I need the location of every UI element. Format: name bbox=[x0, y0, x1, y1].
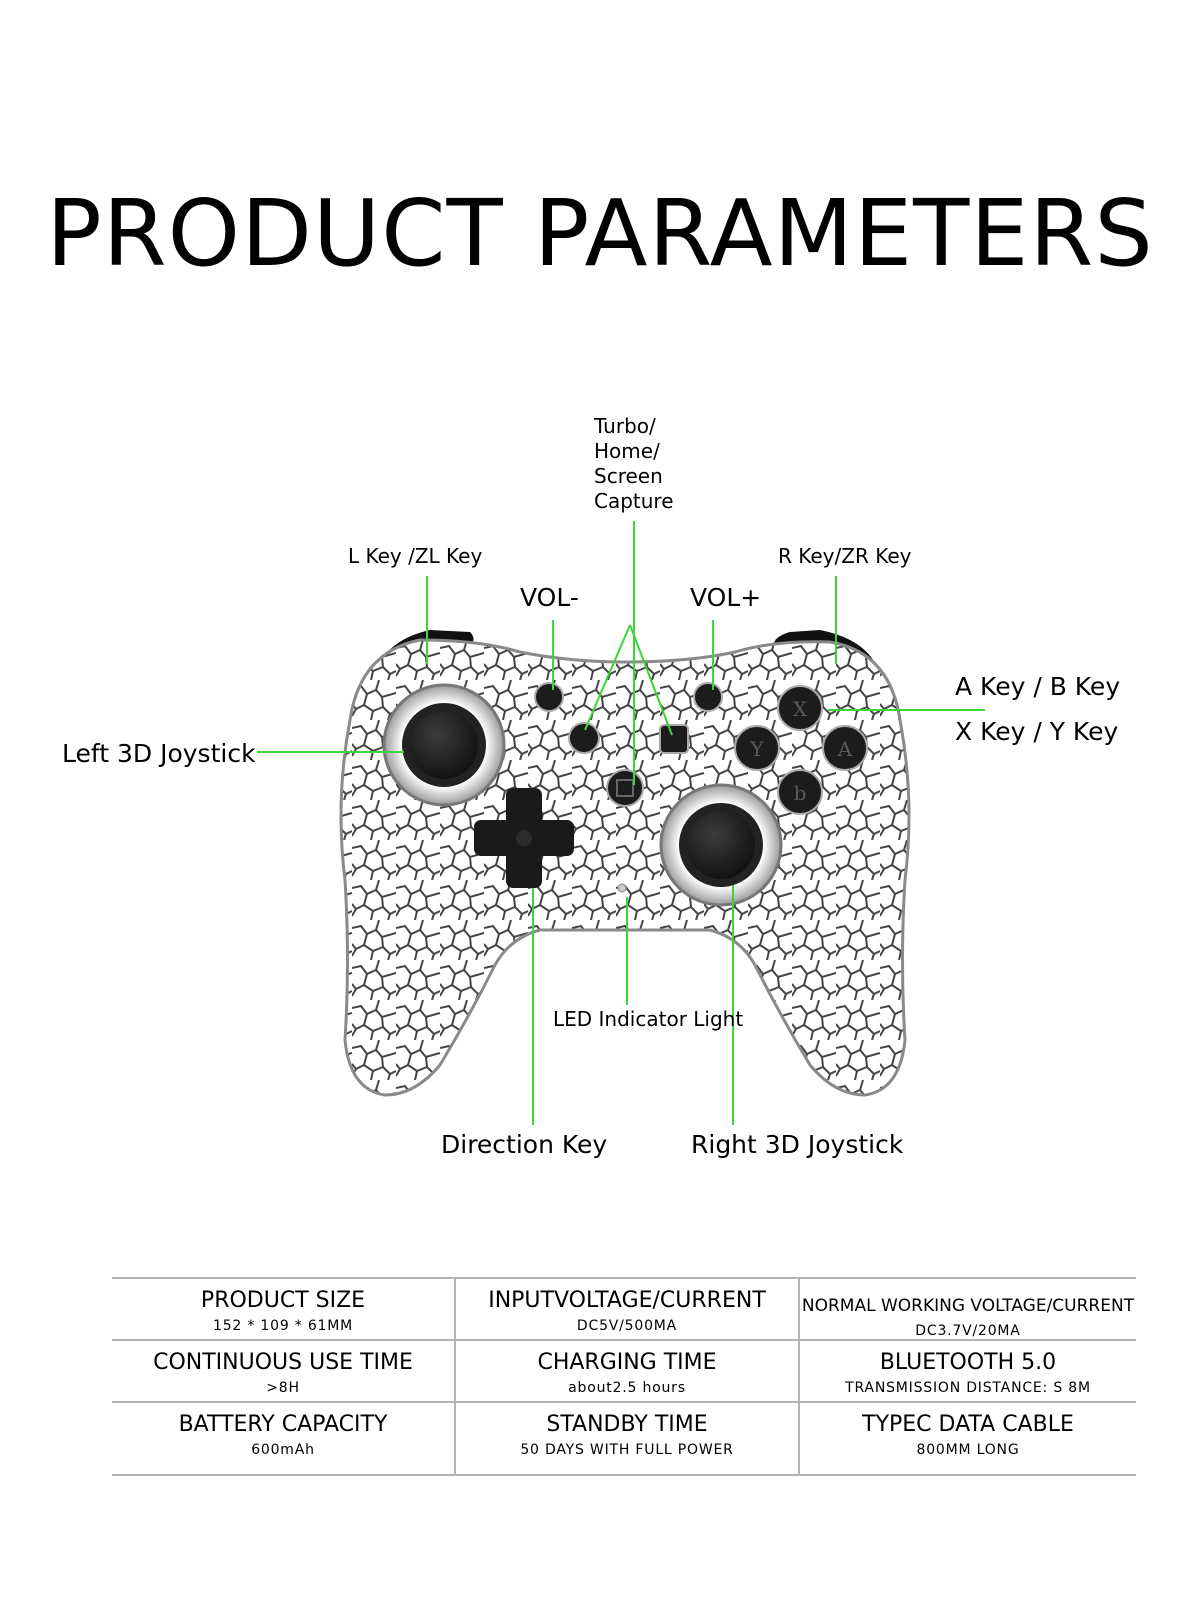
spec-bluetooth: BLUETOOTH 5.0 TRANSMISSION DISTANCE: S 8… bbox=[800, 1339, 1136, 1401]
vol-minus-label: VOL- bbox=[520, 583, 579, 612]
spec-label: NORMAL WORKING VOLTAGE/CURRENT bbox=[801, 1296, 1135, 1316]
spec-value: 800MM LONG bbox=[916, 1442, 1020, 1458]
spec-value: 50 DAYS WITH FULL POWER bbox=[520, 1442, 734, 1458]
page-title: PRODUCT PARAMETERS bbox=[46, 180, 1154, 287]
spec-divider bbox=[454, 1277, 456, 1476]
spec-value: >8H bbox=[266, 1380, 300, 1396]
a-button-glyph: A bbox=[837, 737, 853, 761]
spec-value: TRANSMISSION DISTANCE: S 8M bbox=[845, 1380, 1091, 1396]
vol-minus-button bbox=[534, 682, 564, 712]
y-button bbox=[734, 725, 780, 771]
left-joystick bbox=[382, 683, 506, 807]
led-indicator-label: LED Indicator Light bbox=[553, 1007, 744, 1031]
capture-button bbox=[659, 724, 689, 754]
spec-divider bbox=[112, 1401, 1136, 1403]
right-joystick bbox=[659, 783, 783, 907]
spec-divider bbox=[798, 1277, 800, 1476]
spec-table: PRODUCT SIZE 152 * 109 * 61MM INPUTVOLTA… bbox=[112, 1277, 1136, 1476]
b-button bbox=[777, 769, 823, 815]
spec-label: PRODUCT SIZE bbox=[200, 1288, 366, 1313]
a-b-key-label: A Key / B Key bbox=[955, 672, 1121, 701]
spec-divider bbox=[112, 1474, 1136, 1476]
spec-label: BLUETOOTH 5.0 bbox=[879, 1350, 1057, 1375]
controller-illustration: X Y A b bbox=[257, 521, 985, 1125]
r-zr-key-label: R Key/ZR Key bbox=[778, 544, 912, 568]
spec-value: DC5V/500MA bbox=[576, 1318, 678, 1334]
spec-label: BATTERY CAPACITY bbox=[178, 1412, 388, 1437]
spec-working-voltage: NORMAL WORKING VOLTAGE/CURRENT DC3.7V/20… bbox=[800, 1277, 1136, 1339]
x-button bbox=[777, 685, 823, 731]
spec-value: 152 * 109 * 61MM bbox=[212, 1318, 354, 1334]
spec-divider bbox=[112, 1339, 1136, 1341]
turbo-button bbox=[568, 722, 600, 754]
spec-standby-time: STANDBY TIME 50 DAYS WITH FULL POWER bbox=[456, 1401, 798, 1474]
spec-label: INPUTVOLTAGE/CURRENT bbox=[488, 1288, 766, 1313]
spec-continuous-use: CONTINUOUS USE TIME >8H bbox=[112, 1339, 454, 1401]
x-y-key-label: X Key / Y Key bbox=[955, 717, 1119, 746]
direction-pad bbox=[474, 788, 574, 888]
left-joystick-label: Left 3D Joystick bbox=[62, 739, 256, 768]
vol-plus-label: VOL+ bbox=[690, 583, 762, 612]
spec-battery-capacity: BATTERY CAPACITY 600mAh bbox=[112, 1401, 454, 1474]
spec-label: CHARGING TIME bbox=[537, 1350, 717, 1375]
spec-label: STANDBY TIME bbox=[546, 1412, 708, 1437]
controller-diagram: X Y A b Turbo/ Home/ Screen Capture L bbox=[62, 414, 1121, 1159]
capture-label: Capture bbox=[594, 489, 674, 513]
spec-charging-time: CHARGING TIME about2.5 hours bbox=[456, 1339, 798, 1401]
screen-label: Screen bbox=[594, 464, 663, 488]
y-button-glyph: Y bbox=[749, 737, 764, 761]
spec-divider bbox=[112, 1277, 1136, 1279]
spec-input-voltage: INPUTVOLTAGE/CURRENT DC5V/500MA bbox=[456, 1277, 798, 1339]
face-buttons: X Y A b bbox=[734, 685, 868, 815]
x-button-glyph: X bbox=[793, 697, 808, 721]
home-label: Home/ bbox=[594, 439, 660, 463]
callout-lines bbox=[257, 521, 985, 1125]
vol-plus-button bbox=[693, 682, 723, 712]
direction-key-label: Direction Key bbox=[441, 1130, 608, 1159]
spec-label: CONTINUOUS USE TIME bbox=[153, 1350, 413, 1375]
led-indicator bbox=[617, 883, 627, 893]
spec-data-cable: TYPEC DATA CABLE 800MM LONG bbox=[800, 1401, 1136, 1474]
spec-value: DC3.7V/20MA bbox=[915, 1323, 1021, 1339]
l-zl-key-label: L Key /ZL Key bbox=[348, 544, 483, 568]
turbo-label: Turbo/ bbox=[594, 414, 656, 438]
home-button bbox=[606, 769, 644, 807]
turbo-home-capture-label: Turbo/ Home/ Screen Capture bbox=[594, 414, 674, 514]
spec-value: 600mAh bbox=[251, 1442, 315, 1458]
spec-value: about2.5 hours bbox=[568, 1380, 686, 1396]
a-button bbox=[822, 725, 868, 771]
spec-label: TYPEC DATA CABLE bbox=[862, 1412, 1074, 1437]
spec-product-size: PRODUCT SIZE 152 * 109 * 61MM bbox=[112, 1277, 454, 1339]
right-joystick-label: Right 3D Joystick bbox=[691, 1130, 904, 1159]
b-button-glyph: b bbox=[794, 781, 807, 805]
